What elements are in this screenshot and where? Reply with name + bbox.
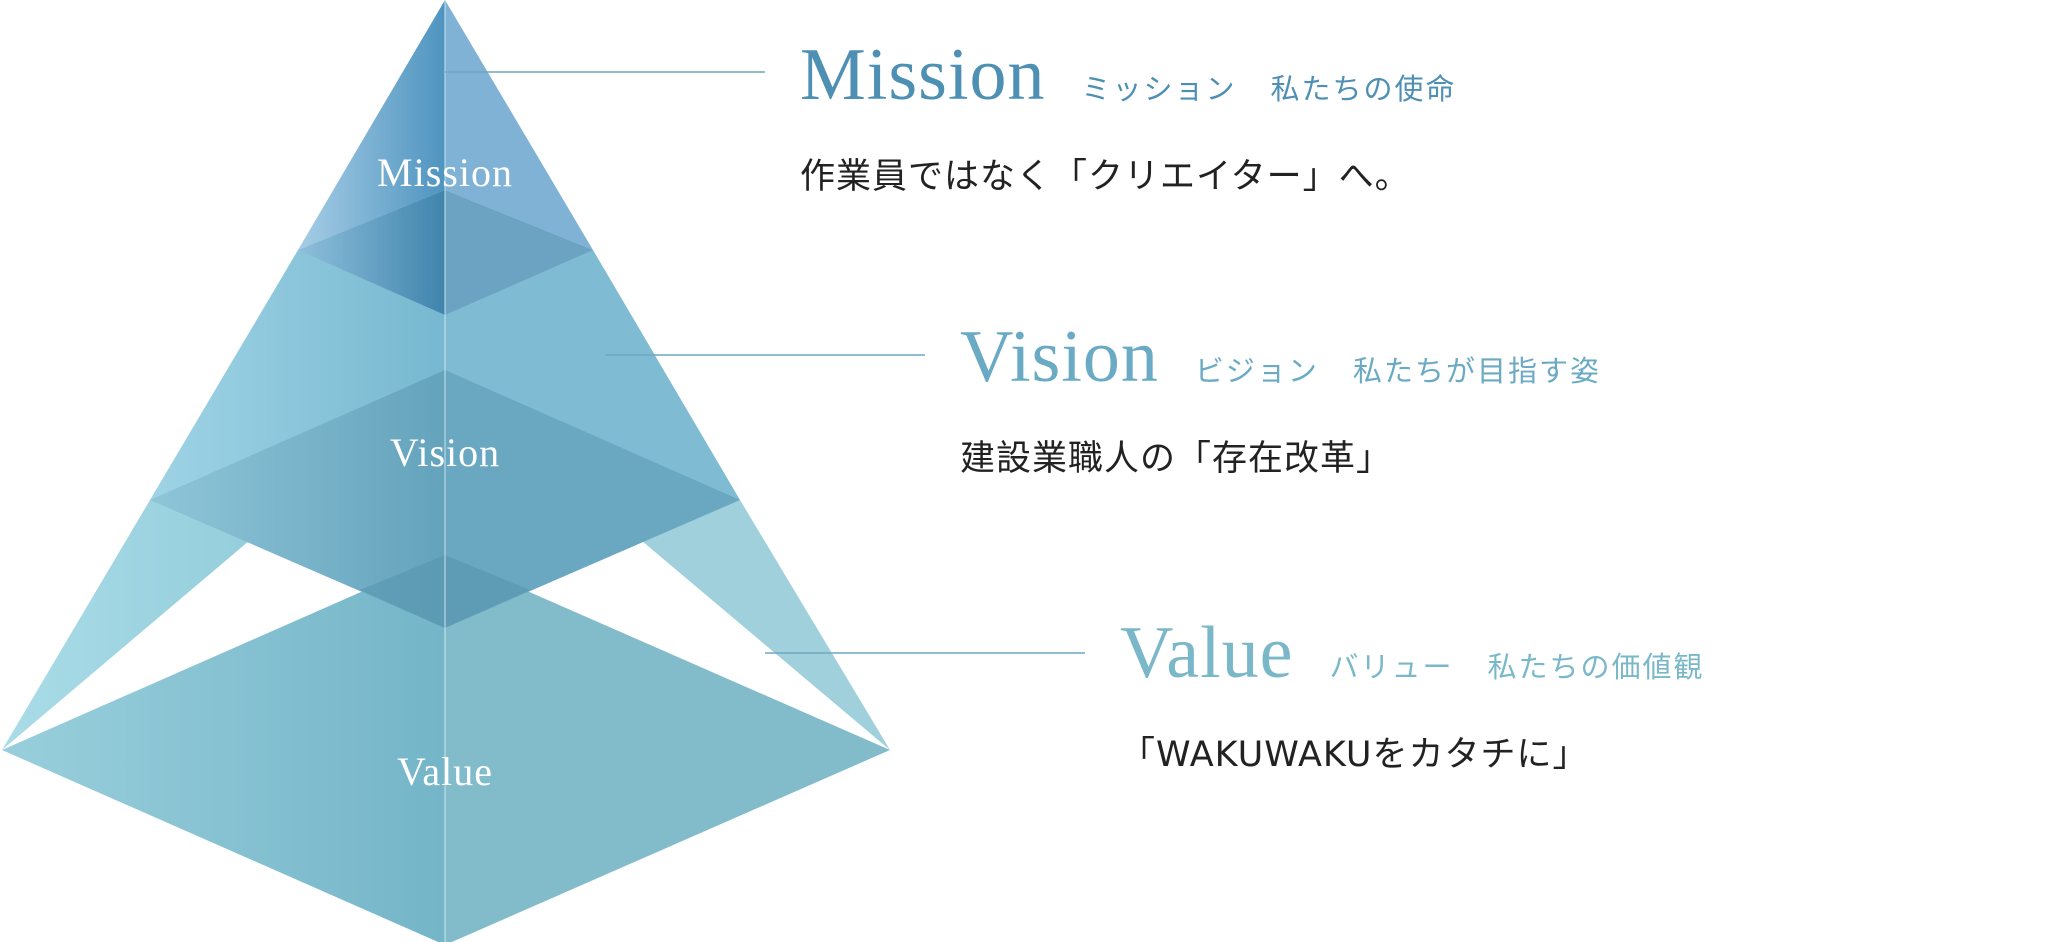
mission-tier-front-left <box>298 190 445 315</box>
vision-heading-row: Vision ビジョン私たちが目指す姿 <box>960 320 1601 394</box>
pyramid-label-vision: Vision <box>390 430 500 475</box>
mission-heading-row: Mission ミッション私たちの使命 <box>800 38 1457 112</box>
mission-tier-right-face <box>445 0 593 250</box>
value-heading-row: Value バリュー私たちの価値観 <box>1120 616 1705 690</box>
value-subtitle: バリュー私たちの価値観 <box>1330 644 1705 686</box>
vision-reading: ビジョン <box>1194 354 1319 388</box>
mission-title: Mission <box>800 34 1046 116</box>
value-title: Value <box>1120 612 1294 694</box>
value-description: 「WAKUWAKUをカタチに」 <box>1120 735 1589 775</box>
pyramid-tier-mission <box>298 0 593 315</box>
value-tier-front-left <box>2 555 445 942</box>
mission-tier-left-face <box>298 0 445 250</box>
mission-reading: ミッション <box>1081 72 1237 106</box>
vision-subtitle: ビジョン私たちが目指す姿 <box>1195 348 1601 390</box>
value-tier-front-right <box>445 555 890 942</box>
vision-title: Vision <box>960 316 1159 398</box>
mission-entry: Mission ミッション私たちの使命 作業員ではなく「クリエイター」へ。 <box>800 38 1457 199</box>
mission-description: 作業員ではなく「クリエイター」へ。 <box>800 157 1411 197</box>
vision-entry: Vision ビジョン私たちが目指す姿 建設業職人の「存在改革」 <box>960 320 1601 481</box>
mission-tier-front-right <box>445 190 593 315</box>
value-entry: Value バリュー私たちの価値観 「WAKUWAKUをカタチに」 <box>1120 616 1705 777</box>
mission-meaning: 私たちの使命 <box>1270 72 1457 106</box>
mission-subtitle: ミッション私たちの使命 <box>1082 66 1457 108</box>
pyramid-label-mission: Mission <box>377 150 513 195</box>
vision-tier-front-right <box>445 370 740 628</box>
vision-meaning: 私たちが目指す姿 <box>1352 354 1601 388</box>
vision-description: 建設業職人の「存在改革」 <box>960 439 1393 479</box>
vision-tier-front-left <box>150 370 445 628</box>
pyramid-label-value: Value <box>397 749 493 794</box>
value-reading: バリュー <box>1329 650 1454 684</box>
value-meaning: 私たちの価値観 <box>1487 650 1705 684</box>
